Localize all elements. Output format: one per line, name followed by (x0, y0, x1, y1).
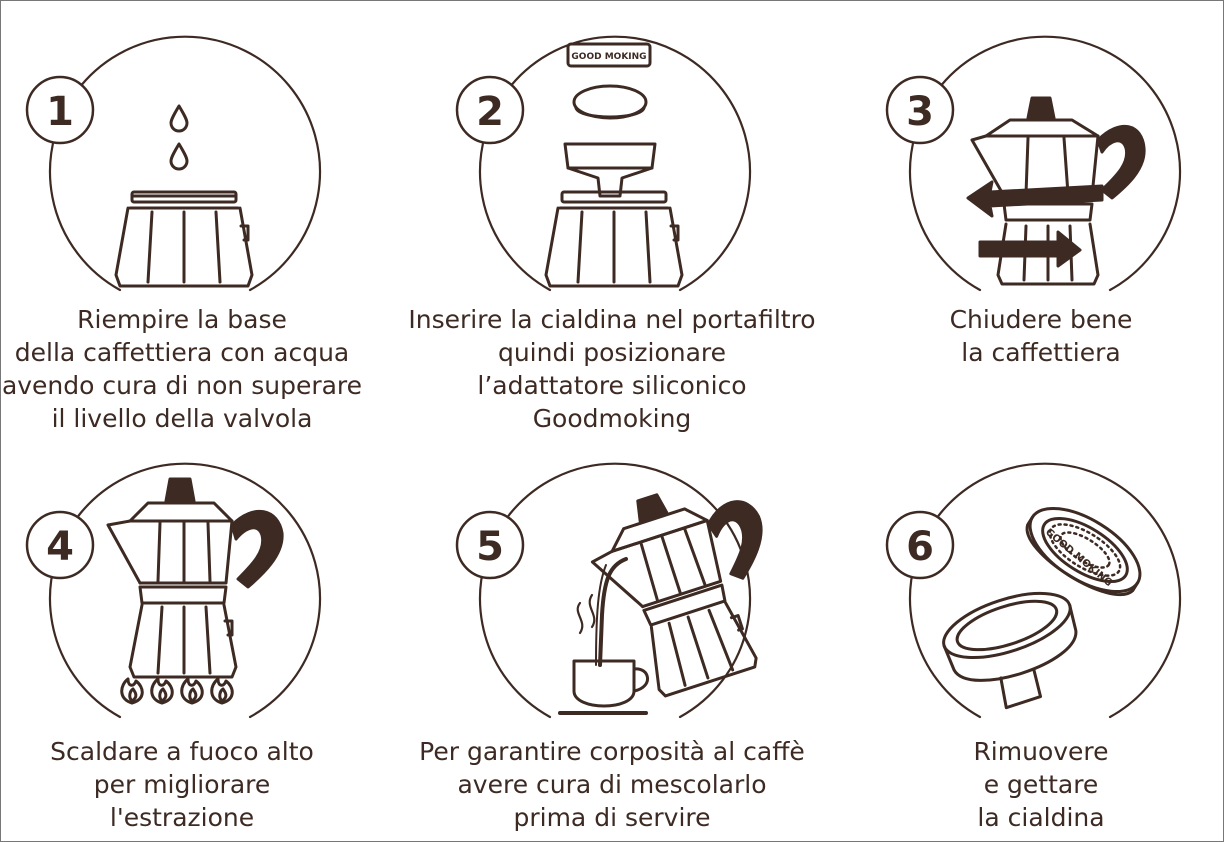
arrow-left-icon (966, 180, 1104, 218)
pod-logo: GOOD MOKING (571, 52, 646, 62)
coffee-cup-icon (572, 659, 636, 708)
step-1-illustration: 1 (25, 35, 322, 292)
water-drop-icon (169, 104, 189, 133)
flame-icon (210, 677, 234, 705)
filter-funnel (563, 142, 657, 198)
step-4-illustration: 4 (25, 462, 322, 719)
moka-handle (230, 509, 284, 589)
filter-basket (942, 591, 1078, 710)
step-2-caption: Inserire la cialdina nel portafiltro qui… (408, 305, 816, 433)
step-5-illustration: 5 (455, 462, 763, 719)
step-2-illustration: GOOD MOKING 2 (455, 35, 752, 292)
step-number: 5 (476, 524, 504, 570)
step-number: 3 (906, 89, 934, 135)
flame-icon (150, 677, 174, 705)
moka-handle (706, 500, 763, 580)
step-4-caption: Scaldare a fuoco alto per migliorare l'e… (50, 737, 314, 832)
coffee-stream (598, 557, 628, 667)
step-number: 4 (46, 524, 74, 570)
step-3-illustration: 3 (885, 35, 1182, 292)
steam-icon (576, 593, 596, 635)
moka-handle (1096, 124, 1146, 200)
pod-package (566, 42, 652, 68)
step-3-caption: Chiudere bene la caffettiera (949, 305, 1133, 367)
coffee-pod-icon (1025, 506, 1142, 597)
step-number: 6 (906, 524, 934, 570)
step-6-illustration: GOOD MOKING 6 (885, 462, 1182, 719)
step-1-caption: Riempire la base della caffettiera con a… (1, 305, 363, 433)
arrow-right-icon (978, 230, 1082, 268)
water-drop-icon (169, 142, 189, 171)
step-6-caption: Rimuovere e gettare la cialdina (973, 737, 1109, 832)
step-5-caption: Per garantire corposità al caffè avere c… (419, 737, 805, 832)
step-number: 1 (46, 89, 74, 135)
step-number: 2 (476, 89, 504, 135)
flame-icon (180, 677, 204, 705)
flame-icon (120, 677, 144, 705)
